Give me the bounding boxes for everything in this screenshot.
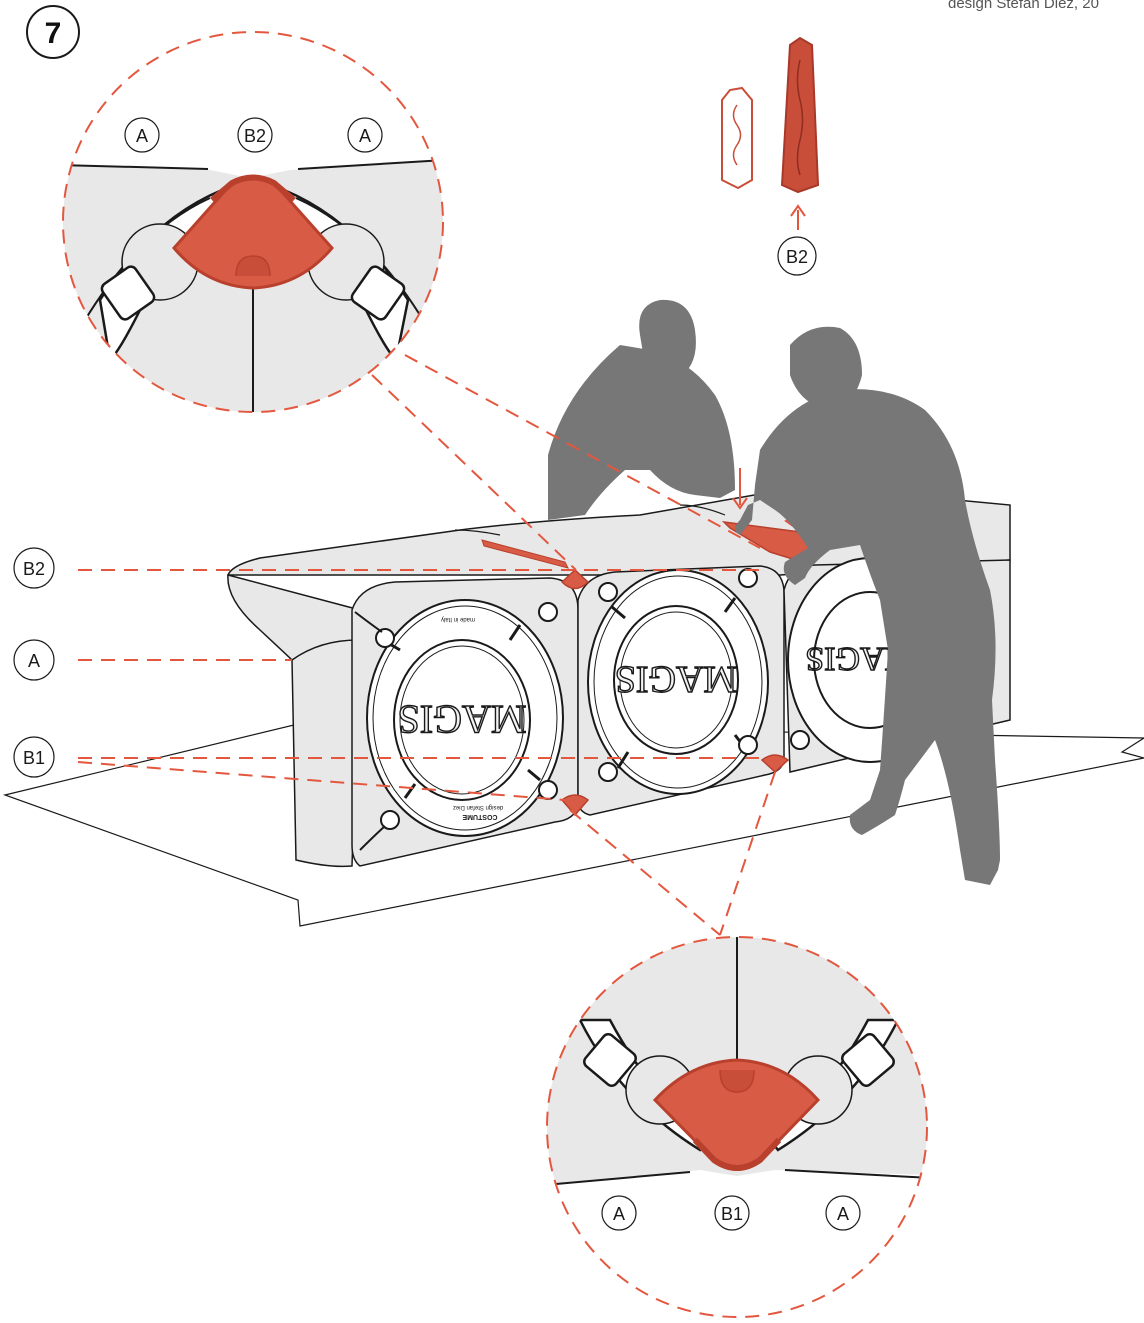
svg-text:A: A [136, 126, 148, 146]
svg-text:A: A [613, 1204, 625, 1224]
svg-text:A: A [837, 1204, 849, 1224]
label-a-top-right: A [347, 117, 383, 153]
designer-credit: design Stefan Diez, 20 [948, 0, 1099, 12]
detail-view-top: A B2 A [62, 31, 444, 413]
module-2-brand: MAGIS [615, 658, 737, 700]
person-right [735, 326, 1000, 885]
svg-text:B2: B2 [23, 559, 45, 579]
svg-text:B1: B1 [721, 1204, 743, 1224]
callout-a-left: A [13, 639, 55, 681]
module-1-brand: MAGIS [398, 697, 527, 742]
leader-lines [77, 354, 776, 936]
module-1-product: COSTUME [462, 813, 497, 820]
module-1-designer: design Stefan Diez [453, 804, 503, 810]
connector-b1-assembled-right [760, 754, 790, 774]
svg-text:A: A [359, 126, 371, 146]
connector-b2-assembled [560, 568, 590, 590]
connector-outline-part [721, 86, 753, 190]
person-left [548, 299, 735, 520]
callout-b2-left: B2 [13, 547, 55, 589]
detail-view-bottom: A B1 A [546, 936, 928, 1318]
step-badge: 7 [26, 5, 80, 59]
svg-text:B1: B1 [23, 748, 45, 768]
connector-top-strip [481, 539, 569, 569]
callout-b1-left: B1 [13, 736, 55, 778]
connector-b1-assembled-left [560, 794, 590, 817]
connector-parts: B2 [721, 36, 820, 276]
label-b2-top: B2 [237, 117, 273, 153]
module-1-cover: MAGIS COSTUME design Stefan Diez made in… [366, 599, 564, 837]
connector-solid-part [780, 36, 820, 194]
step-number: 7 [45, 17, 62, 50]
module-1-origin: made in Italy [441, 616, 475, 622]
svg-text:B2: B2 [244, 126, 266, 146]
label-a-bottom-left: A [601, 1195, 637, 1231]
svg-text:B2: B2 [786, 247, 808, 267]
svg-text:A: A [28, 651, 40, 671]
label-a-bottom-right: A [825, 1195, 861, 1231]
label-a-top-left: A [124, 117, 160, 153]
label-b1-bottom: B1 [714, 1195, 750, 1231]
label-b2-parts: B2 [777, 236, 817, 276]
module-2-cover: MAGIS [587, 569, 769, 795]
